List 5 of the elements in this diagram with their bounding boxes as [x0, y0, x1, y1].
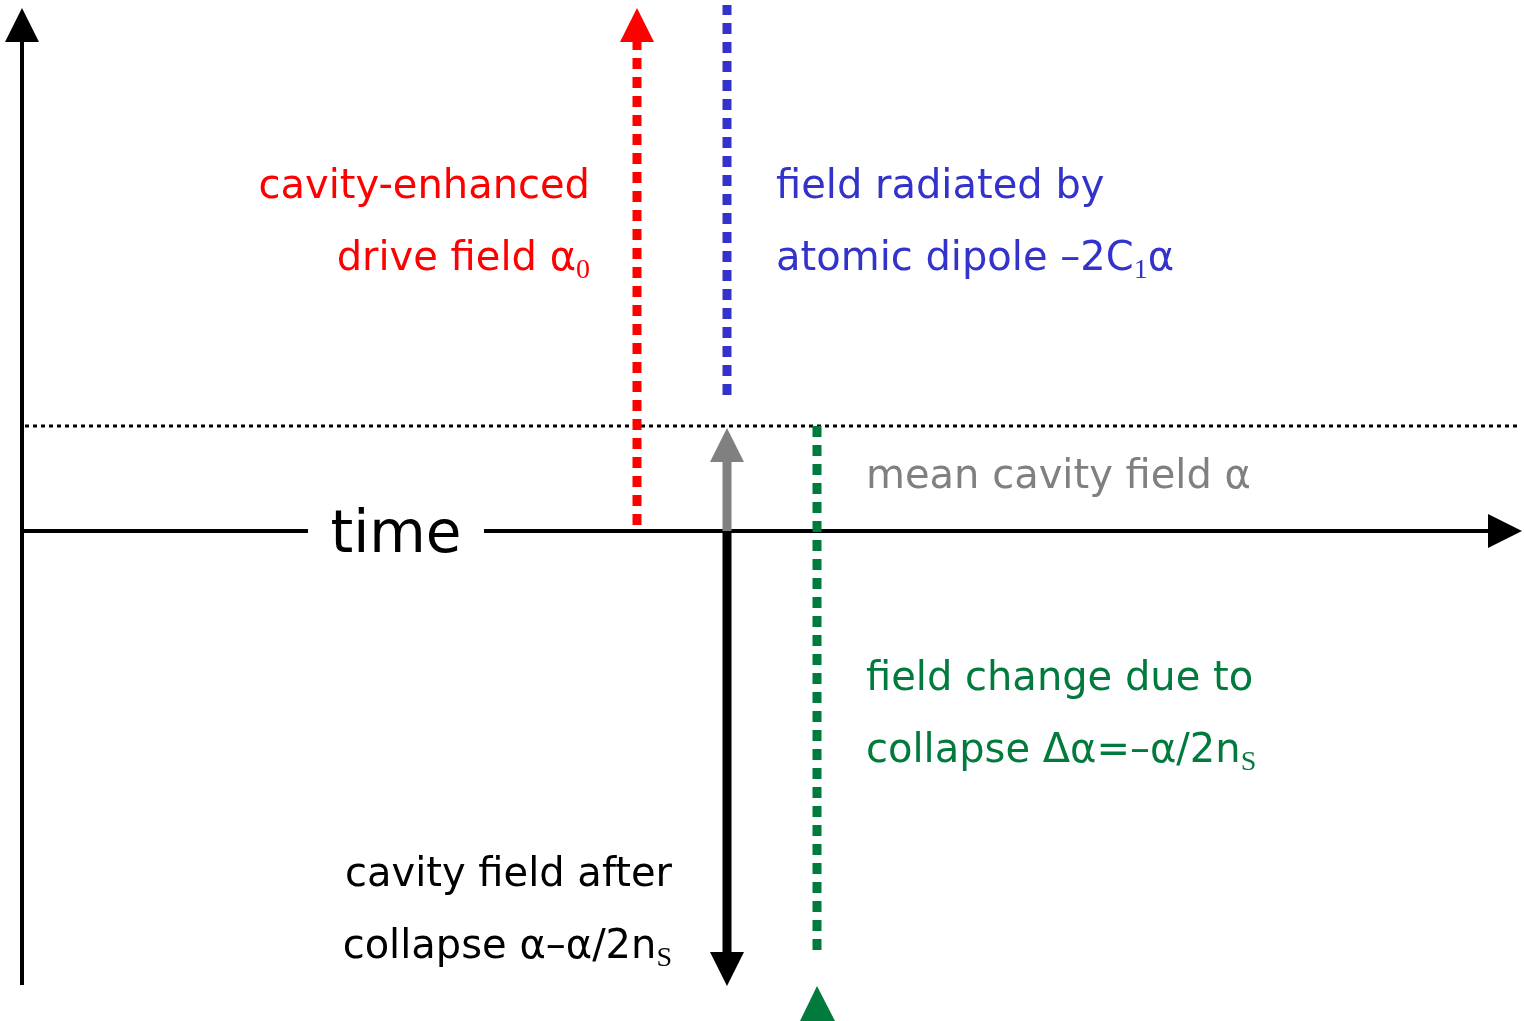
field-label: mean cavity field α	[866, 450, 1252, 499]
field-label: cavity field after collapse α–α/2n$_{S}$	[341, 848, 672, 975]
field-label: cavity-enhanced drive field α$_{0}$	[257, 160, 590, 287]
field-label: field change due to collapse Δα=–α/2n$_{S}$	[866, 652, 1258, 779]
field-label: field radiated by atomic dipole –2C$_{1}$α	[776, 160, 1175, 287]
